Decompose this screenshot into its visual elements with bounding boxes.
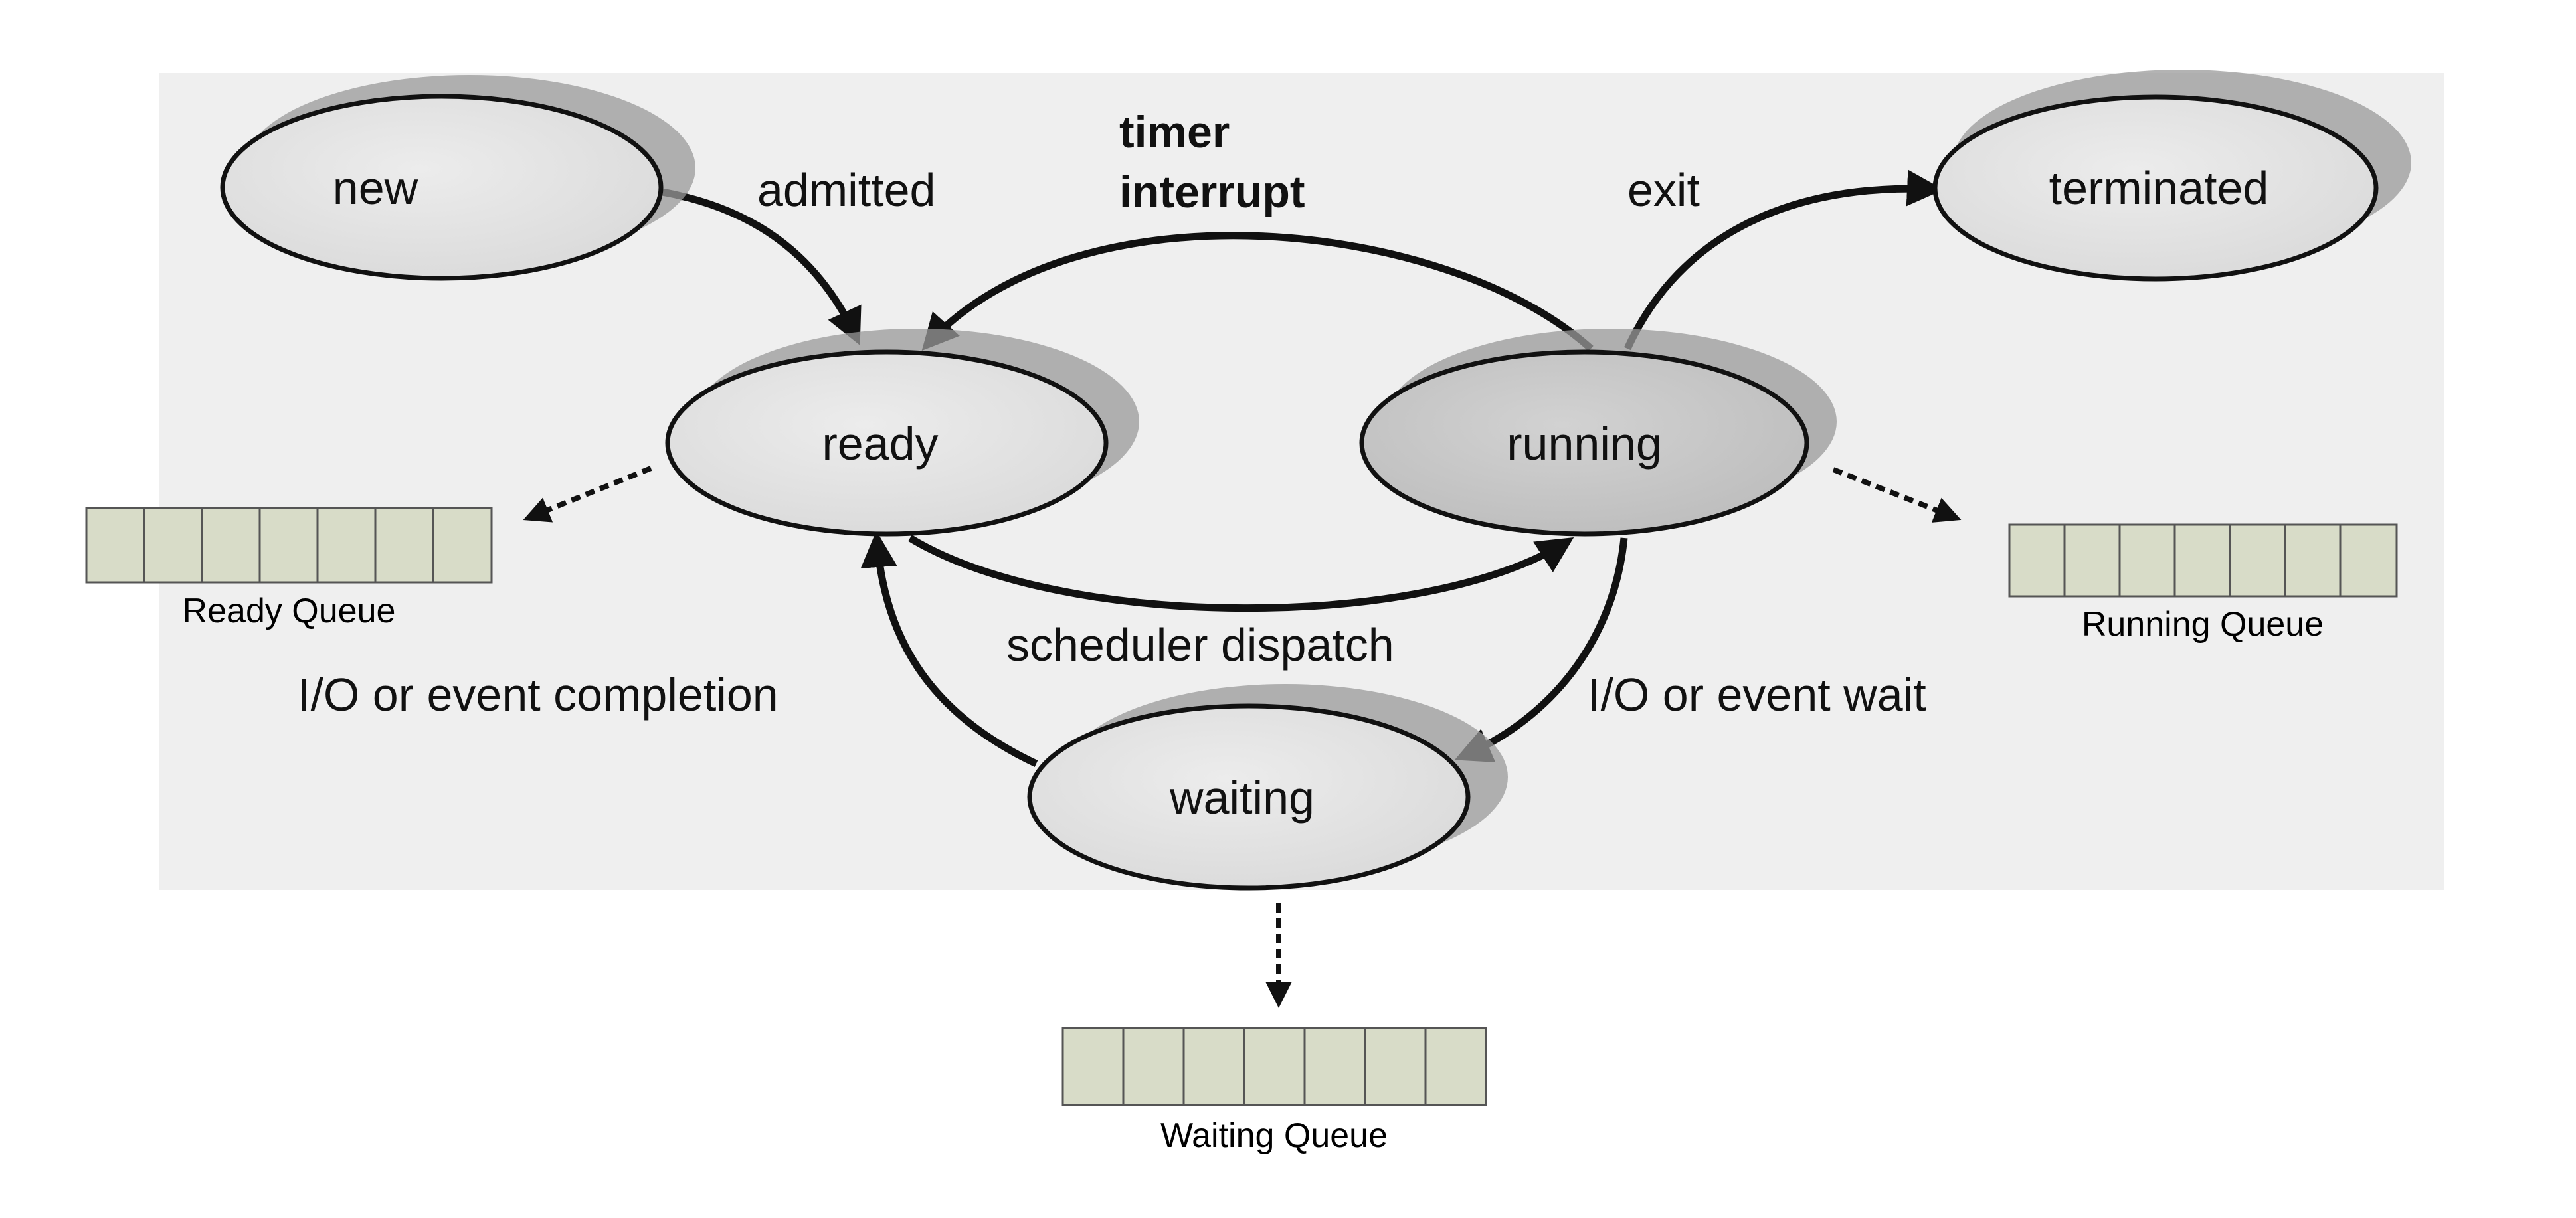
label-io-completion: I/O or event completion (298, 669, 779, 721)
edge-scheduler-dispatch (908, 535, 1574, 612)
edge-io-wait (1454, 537, 1628, 762)
state-ready-label: ready (822, 418, 938, 470)
edge-exit (1623, 169, 1944, 351)
label-scheduler-dispatch: scheduler dispatch (1006, 619, 1394, 671)
label-timer-line2: interrupt (1119, 167, 1305, 217)
running-queue (2008, 523, 2398, 598)
label-admitted: admitted (757, 164, 935, 216)
state-waiting-label: waiting (1169, 772, 1315, 824)
ready-queue-label: Ready Queue (183, 592, 396, 630)
state-new: new (220, 75, 695, 281)
waiting-queue (1061, 1027, 1487, 1106)
state-running-label: running (1507, 418, 1662, 470)
state-running: running (1359, 329, 1837, 537)
state-terminated: terminated (1932, 70, 2411, 282)
label-exit: exit (1627, 164, 1700, 216)
label-io-wait: I/O or event wait (1588, 669, 1926, 721)
state-ready: ready (665, 329, 1139, 537)
edge-timer-interrupt (921, 232, 1594, 352)
dotted-arrow-running-queue (1832, 467, 1962, 523)
state-new-label-text: new (333, 162, 418, 214)
state-waiting: waiting (1027, 684, 1508, 891)
dotted-arrow-ready-queue (523, 466, 652, 523)
label-timer-line1: timer (1119, 107, 1230, 157)
ready-queue (85, 507, 493, 584)
running-queue-label: Running Queue (2082, 605, 2324, 644)
waiting-queue-label: Waiting Queue (1160, 1116, 1388, 1155)
edge-io-completion (860, 531, 1038, 767)
state-terminated-label: terminated (2049, 162, 2269, 214)
